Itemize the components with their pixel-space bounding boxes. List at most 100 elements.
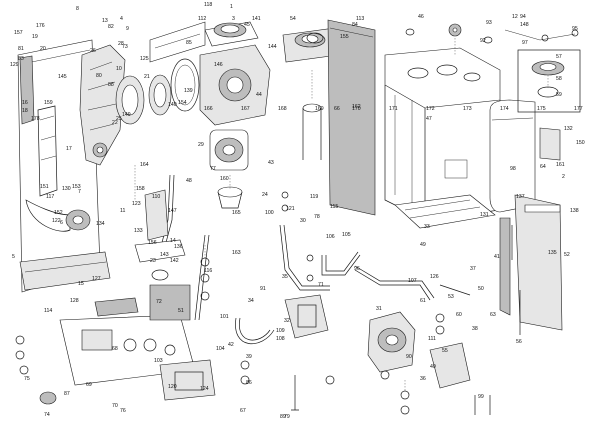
part-label: 13	[102, 18, 108, 24]
part-label: 79	[284, 414, 290, 420]
part-label: 112	[198, 16, 206, 22]
part-label: 9	[126, 26, 129, 32]
part-label: 123	[132, 201, 141, 207]
part-label: 33	[424, 224, 430, 230]
part-label: 67	[240, 408, 246, 414]
part-label: 81	[18, 46, 24, 52]
part-label: 14	[170, 238, 176, 244]
part-label: 153	[72, 184, 81, 190]
part-label: 64	[540, 164, 546, 170]
part-label: 87	[64, 391, 70, 397]
part-label: 37	[470, 266, 476, 272]
part-label: 77	[210, 166, 216, 172]
part-label: 99	[478, 394, 484, 400]
part-label: 30	[300, 218, 306, 224]
part-label: 54	[290, 16, 296, 22]
part-label: 8	[76, 6, 79, 12]
part-label: 39	[246, 354, 252, 360]
part-label: 107	[408, 278, 417, 284]
part-label: 70	[112, 403, 118, 409]
flue-adapter	[282, 27, 339, 160]
part-label: 100	[265, 210, 274, 216]
part-label: 170	[352, 106, 361, 112]
part-label: 150	[576, 140, 585, 146]
part-label: 110	[152, 194, 160, 200]
small-fittings	[15, 191, 521, 415]
part-label: 134	[96, 221, 105, 227]
part-label: 165	[232, 210, 241, 216]
part-label: 133	[134, 228, 143, 234]
part-label: 98	[510, 166, 516, 172]
part-label: 5	[12, 254, 15, 260]
part-label: 161	[556, 162, 565, 168]
part-label: 44	[256, 92, 262, 98]
assembly-guide-lines	[134, 38, 549, 392]
part-label: 104	[216, 346, 225, 352]
part-label: 56	[516, 339, 522, 345]
part-label: 71	[318, 282, 324, 288]
part-label: 139	[184, 88, 193, 94]
part-label: 18	[22, 108, 28, 114]
part-label: 143	[160, 252, 169, 258]
part-label: 2	[562, 174, 565, 180]
part-label: 175	[537, 106, 546, 112]
diverter-valve	[65, 189, 186, 281]
part-label: 121	[286, 206, 295, 212]
part-label: 94	[520, 14, 526, 20]
part-label: 116	[204, 268, 212, 274]
part-label: 135	[548, 250, 557, 256]
part-label: 60	[456, 312, 462, 318]
part-label: 109	[276, 328, 285, 334]
side-panel	[327, 19, 376, 216]
part-label: 26	[90, 48, 96, 54]
part-label: 4	[120, 16, 123, 22]
part-label: 76	[120, 408, 126, 414]
part-label: 177	[574, 106, 583, 112]
part-label: 164	[140, 162, 149, 168]
part-label: 118	[204, 2, 212, 8]
part-label: 176	[36, 23, 45, 29]
control-panel	[59, 284, 216, 401]
part-label: 105	[342, 232, 351, 238]
part-label: 95	[572, 26, 578, 32]
part-label: 115	[330, 204, 338, 210]
part-label: 117	[46, 194, 54, 200]
part-label: 6	[60, 220, 63, 226]
part-label: 38	[472, 326, 478, 332]
part-label: 145	[58, 74, 67, 80]
part-label: 169	[315, 106, 324, 112]
part-label: 80	[96, 73, 102, 79]
part-label: 108	[276, 336, 285, 342]
part-label: 10	[116, 66, 122, 72]
part-label: 127	[92, 276, 101, 282]
part-label: 141	[252, 16, 261, 22]
part-label: 163	[232, 250, 241, 256]
part-label: 36	[420, 376, 426, 382]
part-label: 96	[354, 266, 360, 272]
part-label: 46	[418, 14, 424, 20]
part-label: 7	[78, 189, 81, 195]
part-label: 144	[268, 44, 277, 50]
part-label: 72	[156, 299, 162, 305]
part-label: 125	[140, 56, 149, 62]
part-label: 126	[430, 274, 439, 280]
part-label: 78	[314, 214, 320, 220]
part-label: 48	[186, 178, 192, 184]
part-label: 53	[448, 294, 454, 300]
part-label: 25	[116, 116, 122, 122]
pump-assembly	[284, 294, 471, 389]
part-label: 28	[118, 41, 124, 47]
part-label: 136	[174, 244, 183, 250]
part-label: 171	[389, 106, 398, 112]
part-label: 19	[32, 34, 38, 40]
part-label: 35	[282, 274, 288, 280]
part-label: 20	[40, 46, 46, 52]
part-label: 129	[10, 62, 19, 68]
part-label: 159	[44, 100, 53, 106]
part-label: 155	[340, 34, 349, 40]
part-label: 24	[262, 192, 268, 198]
part-label: 114	[44, 308, 52, 314]
part-label: 63	[490, 312, 496, 318]
